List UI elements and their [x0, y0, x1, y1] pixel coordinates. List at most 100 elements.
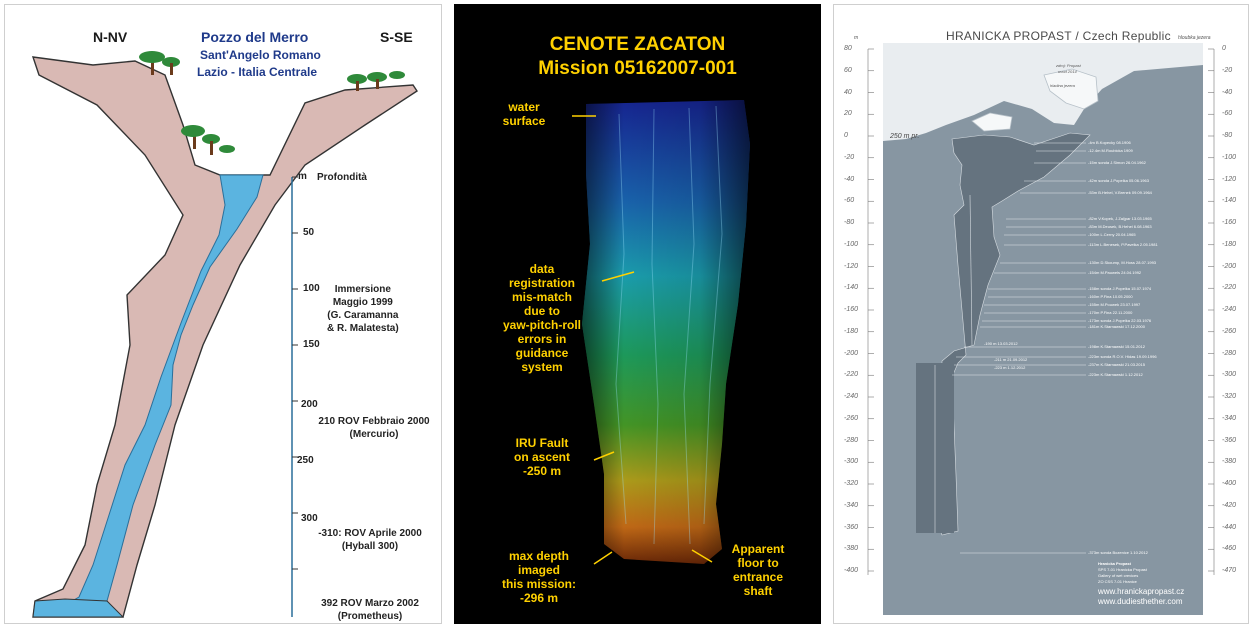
depth-tick: 200: [301, 399, 318, 410]
right-axis-tick: -140: [1222, 197, 1236, 204]
map-note-top: zdroj: Propast: [1056, 63, 1081, 68]
left-axis-tick: -280: [844, 437, 858, 444]
right-axis-tick: -360: [1222, 437, 1236, 444]
url-hranickapropast[interactable]: www.hranickapropast.cz: [1098, 587, 1184, 596]
right-axis-tick: -200: [1222, 263, 1236, 270]
label-registration-mismatch: data registration mis-match due to yaw-p…: [480, 262, 604, 374]
depth-record: -170m P.Fina 22.11.2000: [1088, 310, 1132, 315]
right-axis-tick: -80: [1222, 132, 1232, 139]
left-axis-tick: -200: [844, 350, 858, 357]
depth-tick: 50: [303, 227, 314, 238]
right-axis-tick: -440: [1222, 524, 1236, 531]
panel3-title: HRANICKA PROPAST / Czech Republic: [946, 29, 1171, 43]
left-axis-tick: -300: [844, 458, 858, 465]
depth-record: -181m K.Starnawski 17.12.2000: [1088, 324, 1145, 329]
left-axis-tick: 60: [844, 67, 852, 74]
right-axis-tick: -120: [1222, 176, 1236, 183]
depth-record: -12.4m M.Roubicka 1909: [1088, 148, 1133, 153]
depth-record: -223m K.Starnawski 1.12.2012: [1088, 372, 1143, 377]
left-axis-tick: -20: [844, 154, 854, 161]
left-axis-tick: -380: [844, 545, 858, 552]
annotation-rov-2000-feb: 210 ROV Febbraio 2000 (Mercurio): [309, 415, 439, 441]
left-axis-tick: -60: [844, 197, 854, 204]
annotation-dive-1999: Immersione Maggio 1999 (G. Caramanna & R…: [327, 283, 399, 335]
right-axis-tick: -400: [1222, 480, 1236, 487]
hranicka-map: [834, 5, 1250, 625]
right-axis-tick: -460: [1222, 545, 1236, 552]
map-note-top2: uvod 2014: [1058, 69, 1077, 74]
right-axis-tick: -240: [1222, 306, 1236, 313]
right-axis-tick: -320: [1222, 393, 1236, 400]
depth-record: -158m sonda J.Popelka 15.07.1974: [1088, 286, 1151, 291]
left-axis-tick: 40: [844, 89, 852, 96]
depth-record: -53m B.Hehel, V.Brenek 09.09.1964: [1088, 190, 1152, 195]
depth-tick: 150: [303, 339, 320, 350]
left-axis-tick: -160: [844, 306, 858, 313]
direction-left: N-NV: [93, 29, 127, 45]
left-axis-tick: -40: [844, 176, 854, 183]
panel3-footer: Hranicka Propast SPS 7-01 Hranicka Propa…: [1098, 561, 1147, 585]
right-axis-tick: -60: [1222, 110, 1232, 117]
annotation-rov-2000-apr: -310: ROV Aprile 2000 (Hyball 300): [301, 527, 439, 553]
depth-record: -42m sonda J.Popelka 05.06.1963: [1088, 178, 1149, 183]
depth-record: -82m V.Kopek, J.Zaljpar 13.03.1965: [1088, 216, 1152, 221]
depth-record: -100m L.Cerny 20.04.1965: [1088, 232, 1136, 237]
left-axis-tick: -340: [844, 502, 858, 509]
panel1-subtitle2: Lazio - Italia Centrale: [197, 65, 317, 79]
depth-record: -154m M.Pauwels 24.04.1992: [1088, 270, 1141, 275]
left-axis-tick: -120: [844, 263, 858, 270]
depth-record: -223m sonda R.O.V. Hidas 19.09.1996: [1088, 354, 1157, 359]
depth-tick: 250: [297, 455, 314, 466]
left-axis-tick: -240: [844, 393, 858, 400]
depth-record: -4m B.Kopecky 08.1906: [1088, 140, 1131, 145]
depth-record: -237m K.Starnawski 21.03.2015: [1088, 362, 1145, 367]
panel2-title: CENOTE ZACATON: [454, 34, 821, 56]
depth-record: -155m M.Pouwek 23.07.1997: [1088, 302, 1140, 307]
cenote-zacaton-panel: CENOTE ZACATON Mission 05162007-001 wate…: [454, 4, 821, 624]
label-iru-fault: IRU Fault on ascent -250 m: [492, 436, 592, 478]
left-axis-tick: -220: [844, 371, 858, 378]
hranicka-propast-panel: HRANICKA PROPAST / Czech Republic m hlou…: [833, 4, 1249, 624]
left-axis-tick: -320: [844, 480, 858, 487]
right-axis-tick: -470: [1222, 567, 1236, 574]
right-axis-tick: -280: [1222, 350, 1236, 357]
right-axis-tick: -260: [1222, 328, 1236, 335]
left-axis-tick: -180: [844, 328, 858, 335]
left-depth-record: -190 m 13.03.2012: [984, 341, 1018, 346]
depth-label: Profondità: [317, 171, 367, 184]
right-axis-tick: -160: [1222, 219, 1236, 226]
map-label-hladina: hladina jezera: [1050, 83, 1075, 88]
left-axis-tick: -360: [844, 524, 858, 531]
label-water-surface: water surface: [484, 100, 564, 128]
label-apparent-floor: Apparent floor to entrance shaft: [708, 542, 808, 598]
depth-tick: 100: [303, 283, 320, 294]
right-axis-tick: -420: [1222, 502, 1236, 509]
left-axis-tick: -260: [844, 415, 858, 422]
right-axis-tick: 0: [1222, 45, 1226, 52]
left-axis-tick: -80: [844, 219, 854, 226]
depth-record: -15m sonda J.Simon 26.04.1962: [1088, 160, 1146, 165]
panel2-subtitle: Mission 05162007-001: [454, 58, 821, 80]
left-axis-tick: 0: [844, 132, 848, 139]
panel1-subtitle1: Sant'Angelo Romano: [200, 48, 321, 62]
depth-record: -130m D.Skoump, M.Hoss 28.07.1993: [1088, 260, 1156, 265]
direction-right: S-SE: [380, 29, 413, 45]
label-max-depth: max depth imaged this mission: -296 m: [484, 549, 594, 605]
pozzo-del-merro-panel: N-NV S-SE Pozzo del Merro Sant'Angelo Ro…: [4, 4, 442, 624]
depth-unit: m: [298, 171, 307, 182]
depth-record: -160m P.Fina 10.05.2000: [1088, 294, 1133, 299]
right-axis-tick: -300: [1222, 371, 1236, 378]
right-axis-tick: -340: [1222, 415, 1236, 422]
depth-record: -173m sonda J.Popelka 22.03.1976: [1088, 318, 1151, 323]
left-axis-tick: 80: [844, 45, 852, 52]
right-axis-tick: -220: [1222, 284, 1236, 291]
left-axis-tick: -100: [844, 241, 858, 248]
left-axis-tick: -140: [844, 284, 858, 291]
right-axis-label: hloubka jezera: [1178, 35, 1211, 41]
left-depth-record: -223 m 1.12.2012: [994, 365, 1025, 370]
depth-record: -83m M.Deusek, B.Hehel 6.08.1963: [1088, 224, 1152, 229]
url-dudiesthether[interactable]: www.dudiesthether.com: [1098, 597, 1183, 606]
panel1-title: Pozzo del Merro: [201, 29, 308, 45]
left-axis-tick: 20: [844, 110, 852, 117]
left-axis-tick: -400: [844, 567, 858, 574]
